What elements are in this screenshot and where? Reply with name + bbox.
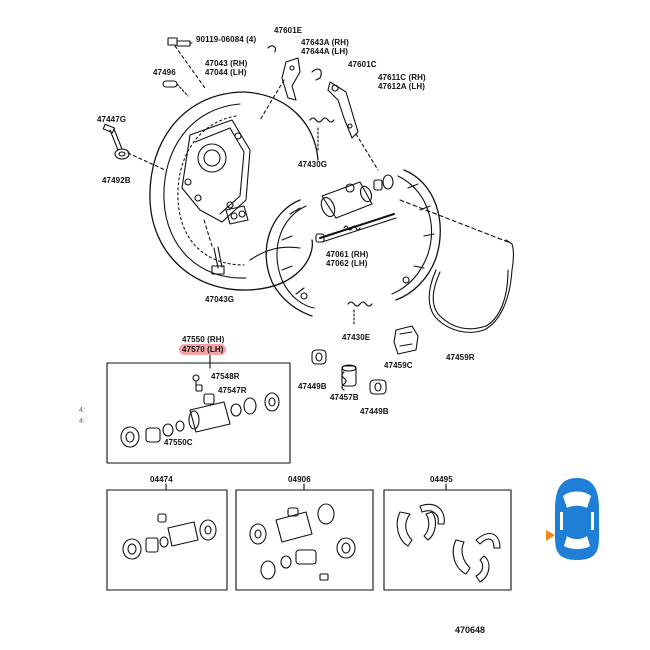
label-47550-rh: 47550 (RH) [182,335,225,344]
label-kit-04906: 04906 [288,475,311,484]
label-47061: 47061 (RH)47062 (LH) [326,250,368,268]
backing-plate [149,91,319,291]
label-47043: 47043 (RH)47044 (LH) [205,59,247,77]
label-47548r: 47548R [211,372,240,381]
label-fragment-1: 4: [79,407,85,414]
label-47459r: 47459R [446,353,475,362]
piston-47457b [341,364,357,391]
label-kit-04495: 04495 [430,475,453,484]
label-47043-rh: 47043 (RH) [205,59,248,68]
label-47550: 47550 (RH)47570 (LH) [179,335,227,355]
label-47496: 47496 [153,68,176,77]
label-47043g: 47043G [205,295,235,304]
label-47550c: 47550C [164,438,193,447]
clip-47459c [393,325,419,355]
cylinder-assembly-box [106,362,291,464]
label-47449b-right: 47449B [360,407,389,416]
label-kit-04474: 04474 [150,475,173,484]
label-47062-lh: 47062 (LH) [326,259,368,268]
lever-47643a [259,45,301,121]
bolt-47043g [203,219,225,275]
spring-47430g [309,117,335,151]
boot-47449b-right [369,379,387,395]
plug-47496 [162,80,189,97]
label-47447g: 47447G [97,115,127,124]
bolt-47447g [102,123,166,171]
label-47601c: 47601C [348,60,377,69]
adjuster-47061 [315,213,397,243]
label-47061-rh: 47061 (RH) [326,250,369,259]
clip-47601c [311,68,322,81]
boot-47449b-left [311,349,327,365]
label-47430g: 47430G [298,160,328,169]
label-47643a: 47643A (RH)47644A (LH) [301,38,349,56]
label-47570-lh-highlighted: 47570 (LH) [179,344,227,355]
cable-47459r [399,199,515,333]
label-47044-lh: 47044 (LH) [205,68,247,77]
kit-04906-box [235,483,374,591]
wheel-cylinder [320,174,394,219]
label-bolt-90119: 90119-06084 (4) [196,35,256,44]
label-47430e: 47430E [342,333,371,342]
label-bolt-90119-qty: (4) [246,35,257,44]
label-47449b-left: 47449B [298,382,327,391]
car-locator-icon [546,478,599,560]
label-47547r: 47547R [218,386,247,395]
label-47611c: 47611C (RH)47612A (LH) [378,73,426,91]
lever-47611c [327,81,379,171]
label-47601e: 47601E [274,26,303,35]
bolt-90119 [167,37,206,89]
label-47457b: 47457B [330,393,359,402]
kit-04495-box [383,483,512,591]
label-47611c-rh: 47611C (RH) [378,73,426,82]
label-bolt-90119-number: 90119-06084 [196,35,244,44]
diagram-reference-number: 470648 [455,625,486,635]
label-47459c: 47459C [384,361,413,370]
spring-47430e [347,301,373,327]
label-47643a-rh: 47643A (RH) [301,38,349,47]
label-47612a-lh: 47612A (LH) [378,82,426,91]
brake-shoes [265,169,441,317]
label-fragment-2: 4: [79,418,85,425]
label-47492b: 47492B [102,176,131,185]
label-47644a-lh: 47644A (LH) [301,47,349,56]
kit-04474-box [106,483,228,591]
